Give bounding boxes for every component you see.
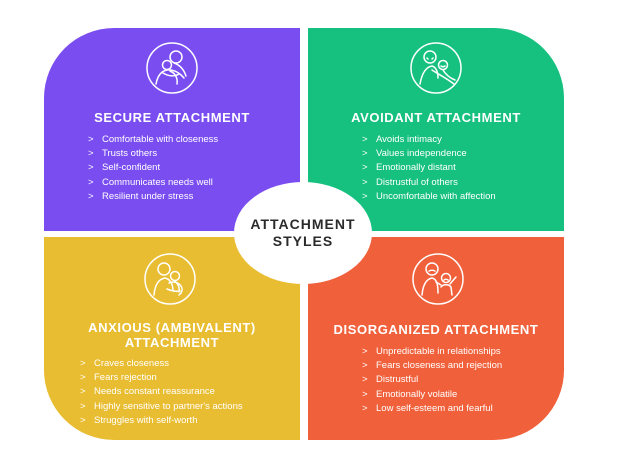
- anxious-attachment-title: ANXIOUS (AMBIVALENT) ATTACHMENT: [88, 320, 256, 350]
- list-item: >Emotionally volatile: [362, 388, 502, 402]
- chevron-right-icon: >: [80, 414, 86, 426]
- chevron-right-icon: >: [80, 372, 86, 384]
- chevron-right-icon: >: [362, 190, 368, 202]
- list-item: >Low self-esteem and fearful: [362, 402, 502, 416]
- chevron-right-icon: >: [88, 134, 94, 145]
- list-item: >Unpredictable in relationships: [362, 345, 502, 359]
- chevron-right-icon: >: [80, 358, 86, 369]
- chevron-right-icon: >: [362, 402, 368, 414]
- child-clinging-parent-icon: [142, 251, 198, 307]
- list-item: >Comfortable with closeness: [88, 133, 218, 147]
- chevron-right-icon: >: [88, 176, 94, 188]
- chevron-right-icon: >: [88, 162, 94, 174]
- disorganized-attachment-title: DISORGANIZED ATTACHMENT: [333, 322, 539, 337]
- parent-and-upset-child-icon: [410, 251, 466, 307]
- list-item: >Distrustful of others: [362, 176, 496, 190]
- secure-attachment-traits: >Comfortable with closeness >Trusts othe…: [88, 133, 218, 204]
- avoidant-attachment-title: AVOIDANT ATTACHMENT: [351, 110, 521, 125]
- avoidant-attachment-traits: >Avoids intimacy >Values independence >E…: [362, 133, 496, 204]
- list-item: >Uncomfortable with affection: [362, 190, 496, 204]
- disorganized-attachment-traits: >Unpredictable in relationships >Fears c…: [362, 345, 502, 416]
- center-title-badge: ATTACHMENT STYLES: [234, 182, 372, 284]
- list-item: >Needs constant reassurance: [80, 385, 243, 399]
- chevron-right-icon: >: [362, 374, 368, 386]
- chevron-right-icon: >: [88, 148, 94, 160]
- secure-attachment-title: SECURE ATTACHMENT: [94, 110, 250, 125]
- chevron-right-icon: >: [80, 400, 86, 412]
- list-item: >Avoids intimacy: [362, 133, 496, 147]
- parent-turning-away-child-icon: [408, 40, 464, 96]
- list-item: >Communicates needs well: [88, 176, 218, 190]
- list-item: >Highly sensitive to partner's actions: [80, 400, 243, 414]
- chevron-right-icon: >: [80, 386, 86, 398]
- list-item: >Self-confident: [88, 161, 218, 175]
- chevron-right-icon: >: [362, 360, 368, 372]
- disorganized-attachment-panel: DISORGANIZED ATTACHMENT >Unpredictable i…: [308, 237, 564, 440]
- chevron-right-icon: >: [362, 176, 368, 188]
- parent-hugging-child-icon: [144, 40, 200, 96]
- center-title-line-2: STYLES: [272, 233, 334, 249]
- list-item: >Emotionally distant: [362, 161, 496, 175]
- list-item: >Struggles with self-worth: [80, 414, 243, 428]
- chevron-right-icon: >: [362, 162, 368, 174]
- center-title-line-1: ATTACHMENT: [250, 216, 356, 232]
- chevron-right-icon: >: [362, 346, 368, 357]
- list-item: >Craves closeness: [80, 357, 243, 371]
- chevron-right-icon: >: [88, 190, 94, 202]
- list-item: >Distrustful: [362, 373, 502, 387]
- list-item: >Trusts others: [88, 147, 218, 161]
- chevron-right-icon: >: [362, 134, 368, 145]
- chevron-right-icon: >: [362, 388, 368, 400]
- list-item: >Values independence: [362, 147, 496, 161]
- list-item: >Fears closeness and rejection: [362, 359, 502, 373]
- list-item: >Resilient under stress: [88, 190, 218, 204]
- anxious-attachment-traits: >Craves closeness >Fears rejection >Need…: [80, 357, 243, 428]
- secure-attachment-panel: SECURE ATTACHMENT >Comfortable with clos…: [44, 28, 300, 231]
- list-item: >Fears rejection: [80, 371, 243, 385]
- chevron-right-icon: >: [362, 148, 368, 160]
